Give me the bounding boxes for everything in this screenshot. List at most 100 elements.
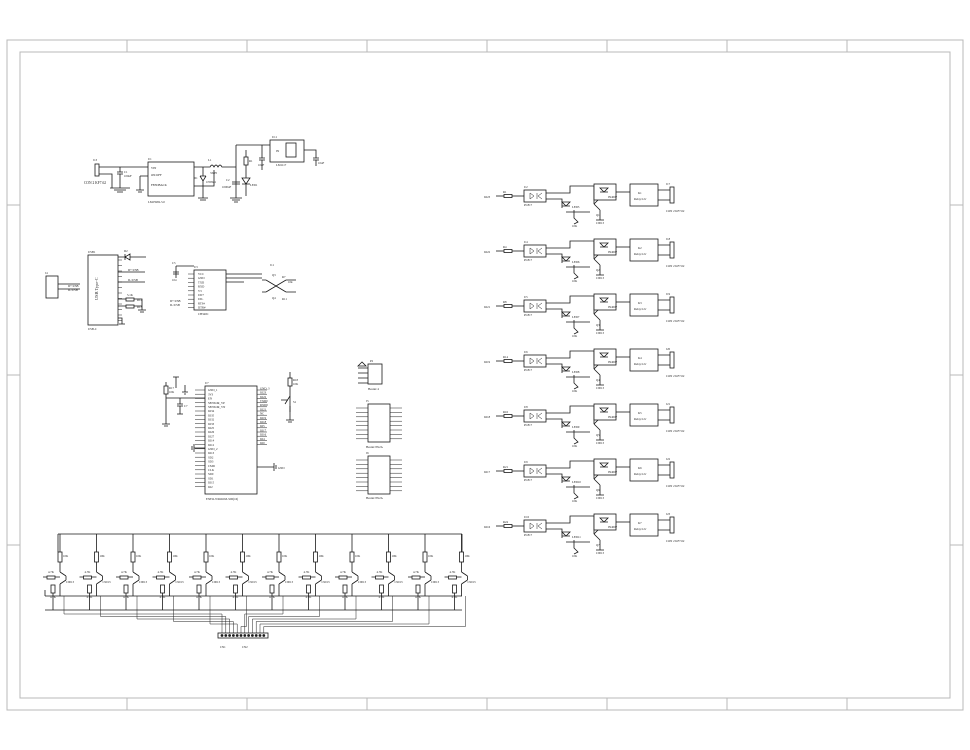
relay-res-value: 10K [572, 224, 578, 228]
relay-ref: K4 [638, 356, 642, 360]
stage-transistor [424, 562, 432, 585]
stage-transistor [461, 562, 468, 585]
stage-res-value: 10K [355, 554, 361, 558]
ldo-cap-in: 10uF [258, 163, 265, 167]
stage-pullup-resistor [167, 551, 172, 563]
relay-coil [629, 183, 659, 207]
stage-base-res-value: 4.7K [85, 570, 92, 574]
relay-output-connector [669, 406, 675, 424]
ch340-r-b: R11 [282, 297, 287, 301]
esp-left-pin-label: IO33 [208, 422, 215, 426]
esp-right-pin-label: IO19 [260, 416, 267, 420]
esp-left-pin-label: SD0 [208, 472, 214, 476]
ch340-cap-ref: C5 [172, 261, 176, 265]
esp-left-pin-label: GND_2 [208, 447, 218, 451]
stage-transistor-part: C9013 [322, 580, 331, 584]
relay-input-net: IO22 [484, 250, 491, 254]
ldo-cap-out: 10uF [318, 161, 325, 165]
esp-left-pin-label: CMD [208, 464, 216, 468]
esp-left-pin-label: IO25 [208, 426, 215, 430]
stage-pulldown-resistor [233, 584, 238, 594]
usb-c-connector [87, 254, 119, 326]
esp-en-res-value: 10K [169, 390, 175, 394]
stage-pulldown-resistor [415, 584, 421, 594]
relay-connector-part: CON 2 KF7.62 [666, 374, 685, 378]
relay-ground-wire [566, 265, 590, 280]
relay-input-resistor [503, 249, 513, 253]
transistor-array-block: 10KC90134.7K4.7K10KC90134.7K4.7K10KC9013… [43, 533, 477, 649]
relay-optocoupler [523, 189, 547, 203]
ch340-pin-label: V3 [198, 289, 202, 293]
relay-input-net: IO16 [484, 525, 491, 529]
stage-transistor-part: C9013 [249, 580, 258, 584]
relay-transistor-ref: Q5 [596, 433, 600, 437]
relay-transistor-ref: Q3 [596, 323, 600, 327]
usb-dminus-net: D-/USB [128, 278, 138, 282]
esp-en-res-ref: R17 [169, 386, 175, 390]
relay-led-ref: LED7 [572, 315, 580, 319]
bus-wire [248, 596, 320, 633]
relay-res-value: 10K [572, 334, 578, 338]
relay-transistor-ref: Q6 [596, 488, 600, 492]
ch340-pin-label: UD- [198, 297, 203, 301]
relay-opto-part: PC817 [524, 478, 533, 482]
relay-led-ref: LED8 [572, 370, 580, 374]
opto-internal [529, 192, 543, 200]
stage-pullup-resistor [422, 551, 428, 563]
stage-transistor-part: C9013 [139, 580, 148, 584]
stage-base-resistor [83, 575, 92, 580]
diode-d1-part: 1N5824 [206, 180, 216, 184]
stage-base-resistor [229, 575, 238, 580]
usb-connector-ref: USB1 [88, 250, 96, 254]
relay-opto-ref: U5 [524, 295, 528, 299]
usb-cc-resistor-a [125, 297, 135, 302]
usb-r13: R13 [137, 305, 143, 309]
relay-opto-ref: U9 [524, 460, 528, 464]
relay-flyback-diode [599, 517, 609, 523]
stage-res-value: 10K [428, 554, 434, 558]
stage-transistor-part: C9013 [468, 580, 477, 584]
relay-optocoupler [523, 409, 547, 423]
relay-opto-ref: U10 [524, 515, 530, 519]
relay-input-res-ref: R16 [503, 410, 509, 414]
stage-transistor-part: C9013 [358, 580, 367, 584]
relay-coil [629, 293, 659, 317]
stage-base-res-value: 4.7K [48, 570, 55, 574]
relay-transistor-part: C9013 [596, 551, 605, 555]
relay-input-resistor [503, 414, 513, 418]
esp-left-pin-label: IO12 [208, 443, 215, 447]
relay-led-symbol [561, 531, 571, 537]
opto-internal [529, 247, 543, 255]
relay-opto-ref: U4 [524, 240, 528, 244]
bus-wire [252, 596, 357, 633]
esp-left-pin-label: IO14 [208, 439, 215, 443]
esp-right-pin-label: IO23 [260, 391, 267, 395]
esp32-ref: U7 [205, 381, 209, 385]
ch340-pin-label: DTR# [198, 306, 206, 310]
stage-transistor [242, 562, 249, 585]
output-connector-b: CN2 [242, 645, 248, 649]
ch340-pin-label: RXD [198, 285, 205, 289]
relay-led-symbol [561, 366, 571, 372]
esp-left-pin-label: IO2 [208, 485, 213, 489]
stage-res-value: 10K [136, 554, 142, 558]
stage-transistor [388, 562, 395, 585]
relay-led-ref: LED10 [572, 480, 581, 484]
usb-header-j4 [45, 275, 59, 299]
diode-d1-ref: D1 [194, 176, 198, 180]
relay-output-connector [669, 461, 675, 479]
relay-res-value: 10K [572, 499, 578, 503]
relay-ground-wire [566, 485, 590, 500]
relay-opto-part: PC817 [524, 258, 533, 262]
relay-led-ref: LED6 [572, 260, 580, 264]
stage-pulldown-resistor [269, 584, 275, 594]
